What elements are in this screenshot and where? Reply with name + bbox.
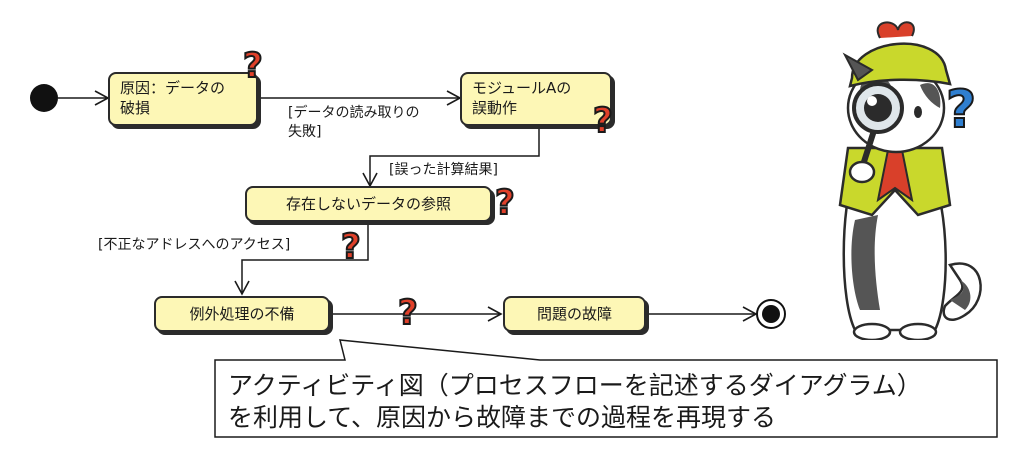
node-module-line2: 誤動作 bbox=[472, 99, 518, 117]
guard-wrong-calc-text: [誤った計算結果] bbox=[389, 162, 498, 178]
node-module-line1: モジュールAの bbox=[472, 79, 572, 97]
guard-read-failure: [データの読み取りの 失敗] bbox=[288, 104, 419, 142]
callout-line2: を利用して、原因から故障までの過程を再現する bbox=[228, 403, 777, 432]
question-mark-ref: ? bbox=[494, 183, 516, 223]
edge-ref-to-exception bbox=[234, 222, 369, 296]
guard-wrong-calc-result: [誤った計算結果] bbox=[389, 161, 498, 180]
node-ref-label: 存在しないデータの参照 bbox=[285, 195, 451, 213]
cat-tail bbox=[942, 262, 982, 321]
callout-line1: アクティビティ図（プロセスフローを記述するダイアグラム） bbox=[228, 371, 922, 400]
question-mark-address: ? bbox=[340, 227, 362, 267]
node-cause-line1: 原因：データの bbox=[120, 79, 226, 97]
node-nonexistent-data-ref: 存在しないデータの参照 bbox=[245, 186, 492, 222]
detective-question-mark: ? bbox=[945, 80, 977, 140]
edge-module-to-ref bbox=[362, 124, 540, 188]
final-node-dot bbox=[762, 305, 780, 323]
guard-read-failure-line2: 失敗] bbox=[288, 124, 322, 140]
initial-node bbox=[30, 84, 58, 112]
node-exception-handling-defect: 例外処理の不備 bbox=[154, 296, 330, 332]
node-problem-failure: 問題の故障 bbox=[503, 296, 646, 332]
question-mark-module: ? bbox=[592, 101, 614, 141]
guard-invalid-address-access: [不正なアドレスへのアクセス] bbox=[98, 236, 290, 255]
cat-hat bbox=[848, 42, 952, 88]
guard-invalid-address-text: [不正なアドレスへのアクセス] bbox=[98, 237, 291, 253]
detective-cat-illustration bbox=[838, 21, 982, 340]
callout-text: アクティビティ図（プロセスフローを記述するダイアグラム） を利用して、原因から故… bbox=[228, 370, 988, 434]
guard-read-failure-line1: [データの読み取りの bbox=[288, 105, 420, 121]
node-cause-data-corruption: 原因：データの 破損 bbox=[108, 72, 258, 126]
question-mark-exception: ? bbox=[397, 293, 419, 333]
node-cause-line2: 破損 bbox=[120, 99, 151, 117]
node-module-a-malfunction: モジュールAの 誤動作 bbox=[460, 72, 612, 126]
node-failure-label: 問題の故障 bbox=[536, 305, 612, 323]
question-mark-cause: ? bbox=[242, 46, 264, 86]
node-exception-label: 例外処理の不備 bbox=[189, 305, 295, 323]
